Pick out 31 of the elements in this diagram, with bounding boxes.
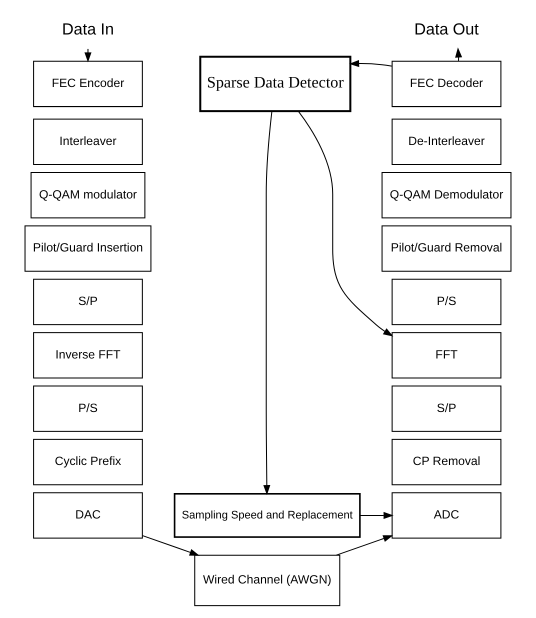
node-box: Pilot/Guard Insertion — [24, 225, 152, 272]
arrow — [298, 110, 394, 336]
node-box: FEC Encoder — [33, 60, 143, 108]
node-box: P/S — [33, 386, 143, 432]
node-text: Data Out — [414, 20, 479, 38]
node-box: Cyclic Prefix — [33, 438, 143, 486]
node-box: Sparse Data Detector — [199, 56, 352, 112]
node-box: Sampling Speed and Replacement — [174, 493, 361, 538]
arrow — [349, 60, 392, 68]
node-box: Interleaver — [33, 118, 143, 165]
arrow — [455, 47, 462, 61]
node-box: Q-QAM modulator — [30, 172, 146, 218]
node-box: CP Removal — [392, 438, 502, 486]
node-box: Wired Channel (AWGN) — [194, 554, 340, 606]
node-box: FEC Decoder — [392, 60, 502, 108]
arrow — [84, 48, 92, 62]
node-box: DAC — [33, 492, 143, 539]
node-box: De-Interleaver — [392, 118, 502, 165]
arrow — [142, 535, 200, 556]
node-box: ADC — [392, 492, 502, 539]
node-box: FFT — [392, 332, 502, 378]
node-box: P/S — [392, 278, 502, 326]
node-text: Data In — [62, 20, 114, 38]
arrow — [336, 535, 394, 556]
node-box: Pilot/Guard Removal — [382, 225, 512, 272]
node-box: S/P — [33, 278, 143, 326]
arrow — [360, 512, 394, 519]
node-box: Inverse FFT — [33, 332, 143, 378]
node-box: S/P — [392, 386, 502, 432]
arrow — [263, 111, 272, 496]
node-box: Q-QAM Demodulator — [382, 172, 512, 218]
